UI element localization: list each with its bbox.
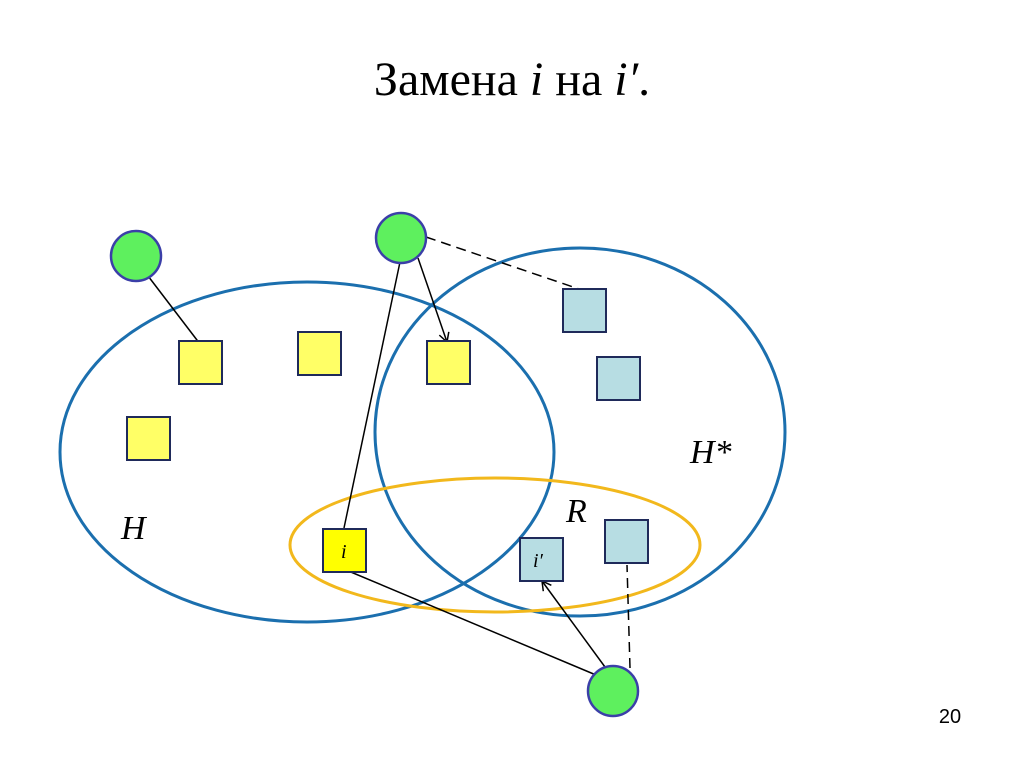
set-h-star-ellipse <box>373 246 787 618</box>
title-part-3: . <box>638 53 651 106</box>
edge-node1-square1 <box>144 271 201 345</box>
dashed-edge-node3-blue3 <box>626 564 631 669</box>
label-set-h-star: H* <box>689 434 732 471</box>
yellow-square-2 <box>297 331 342 376</box>
yellow-square-3 <box>426 340 471 385</box>
set-r-ellipse <box>288 476 702 614</box>
yellow-square-i <box>322 528 367 573</box>
label-box-i-prime: i′ <box>533 550 544 572</box>
page-number: 20 <box>938 706 962 728</box>
label-set-h: H <box>120 510 148 547</box>
yellow-square-4 <box>126 416 171 461</box>
blue-square-3 <box>604 519 649 564</box>
blue-square-i-prime <box>519 537 564 582</box>
set-h-ellipse <box>58 280 556 624</box>
title-part-1: Замена <box>373 53 530 106</box>
label-box-i: i <box>341 541 347 563</box>
edge-node3-square-i <box>345 569 597 676</box>
dashed-edge-node2-blue1 <box>425 236 583 291</box>
blue-square-1 <box>562 288 607 333</box>
label-set-r: R <box>565 493 587 530</box>
arrow-node3-square-i-prime <box>541 579 606 668</box>
slide-title: Замена i на i′. <box>0 52 1024 107</box>
blue-square-2 <box>596 356 641 401</box>
arrow-node2-square3 <box>417 257 450 344</box>
title-part-2: на <box>543 53 615 106</box>
title-var-i: i <box>529 53 544 106</box>
yellow-square-1 <box>178 340 223 385</box>
green-node-2 <box>374 211 428 265</box>
edge-node2-square-i <box>343 261 401 529</box>
title-var-i-prime: i′ <box>614 53 639 106</box>
green-node-1 <box>109 229 163 283</box>
green-node-3 <box>586 664 640 718</box>
